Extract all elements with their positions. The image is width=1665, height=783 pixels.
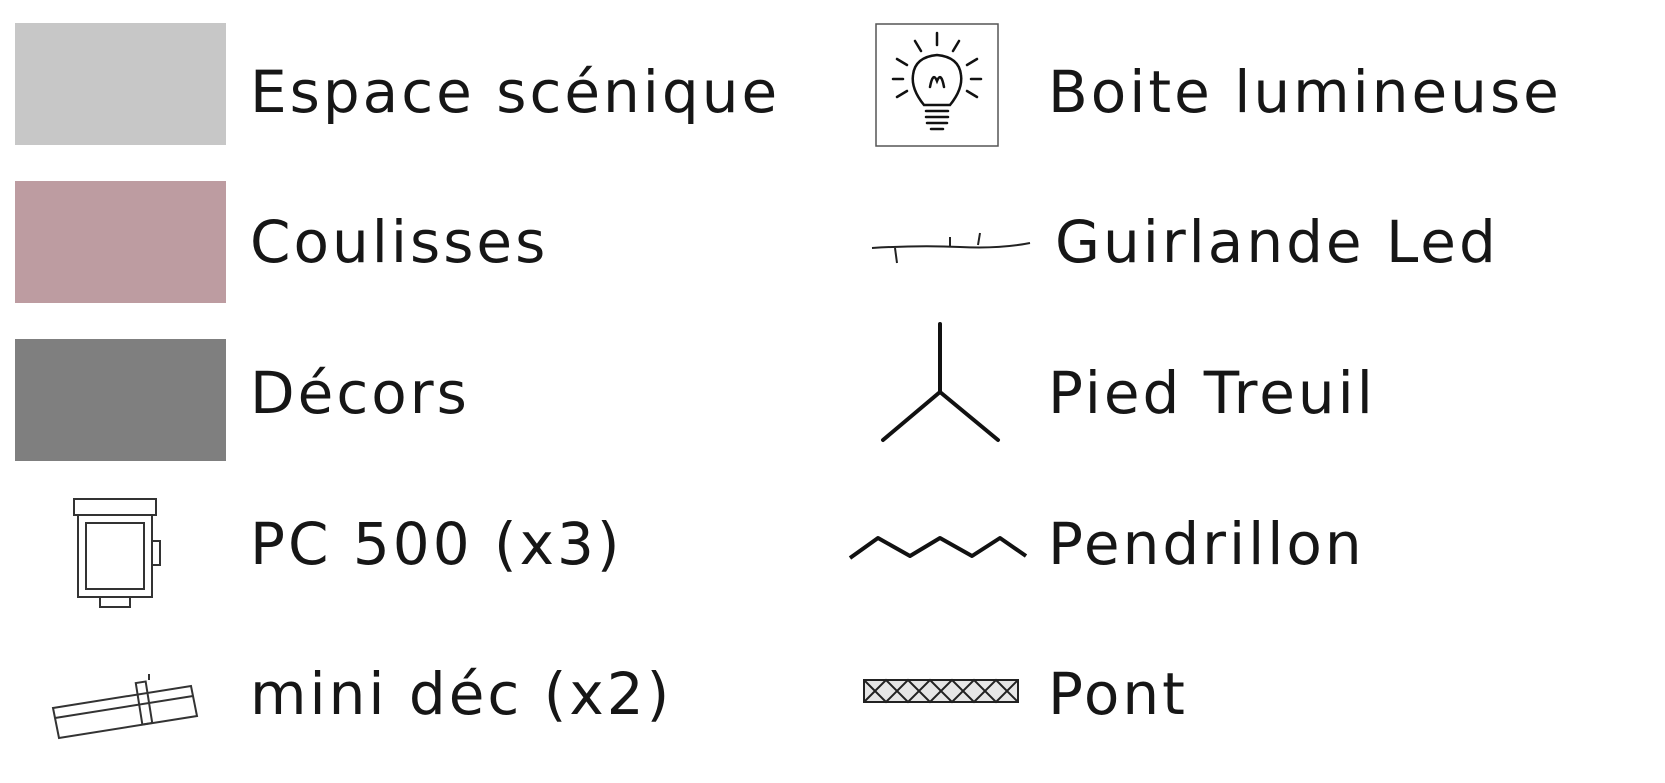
legend-label-pendrillon: Pendrillon: [1048, 510, 1365, 578]
legend-label-mini-dec: mini déc (x2): [250, 660, 673, 728]
legend-label-boite-lumineuse: Boite lumineuse: [1048, 58, 1562, 126]
legend-label-coulisses: Coulisses: [250, 208, 549, 276]
pc-500-spotlight-icon: [68, 495, 168, 615]
legend-label-espace-scenique: Espace scénique: [250, 58, 781, 126]
truss-icon: [862, 676, 1022, 708]
winch-stand-icon: [878, 320, 1004, 446]
lightbulb-icon: [875, 23, 999, 147]
legend-label-pied-treuil: Pied Treuil: [1048, 359, 1376, 427]
legend-label-guirlande-led: Guirlande Led: [1055, 208, 1499, 276]
swatch-espace-scenique: [15, 23, 226, 145]
led-garland-icon: [870, 223, 1032, 273]
legend-label-pc-500: PC 500 (x3): [250, 510, 623, 578]
mini-dec-spotlight-icon: [45, 672, 205, 742]
swatch-coulisses: [15, 181, 226, 303]
swatch-decors: [15, 339, 226, 461]
legend-label-decors: Décors: [250, 359, 470, 427]
wavy-curtain-icon: [848, 530, 1028, 566]
legend-label-pont: Pont: [1048, 660, 1188, 728]
